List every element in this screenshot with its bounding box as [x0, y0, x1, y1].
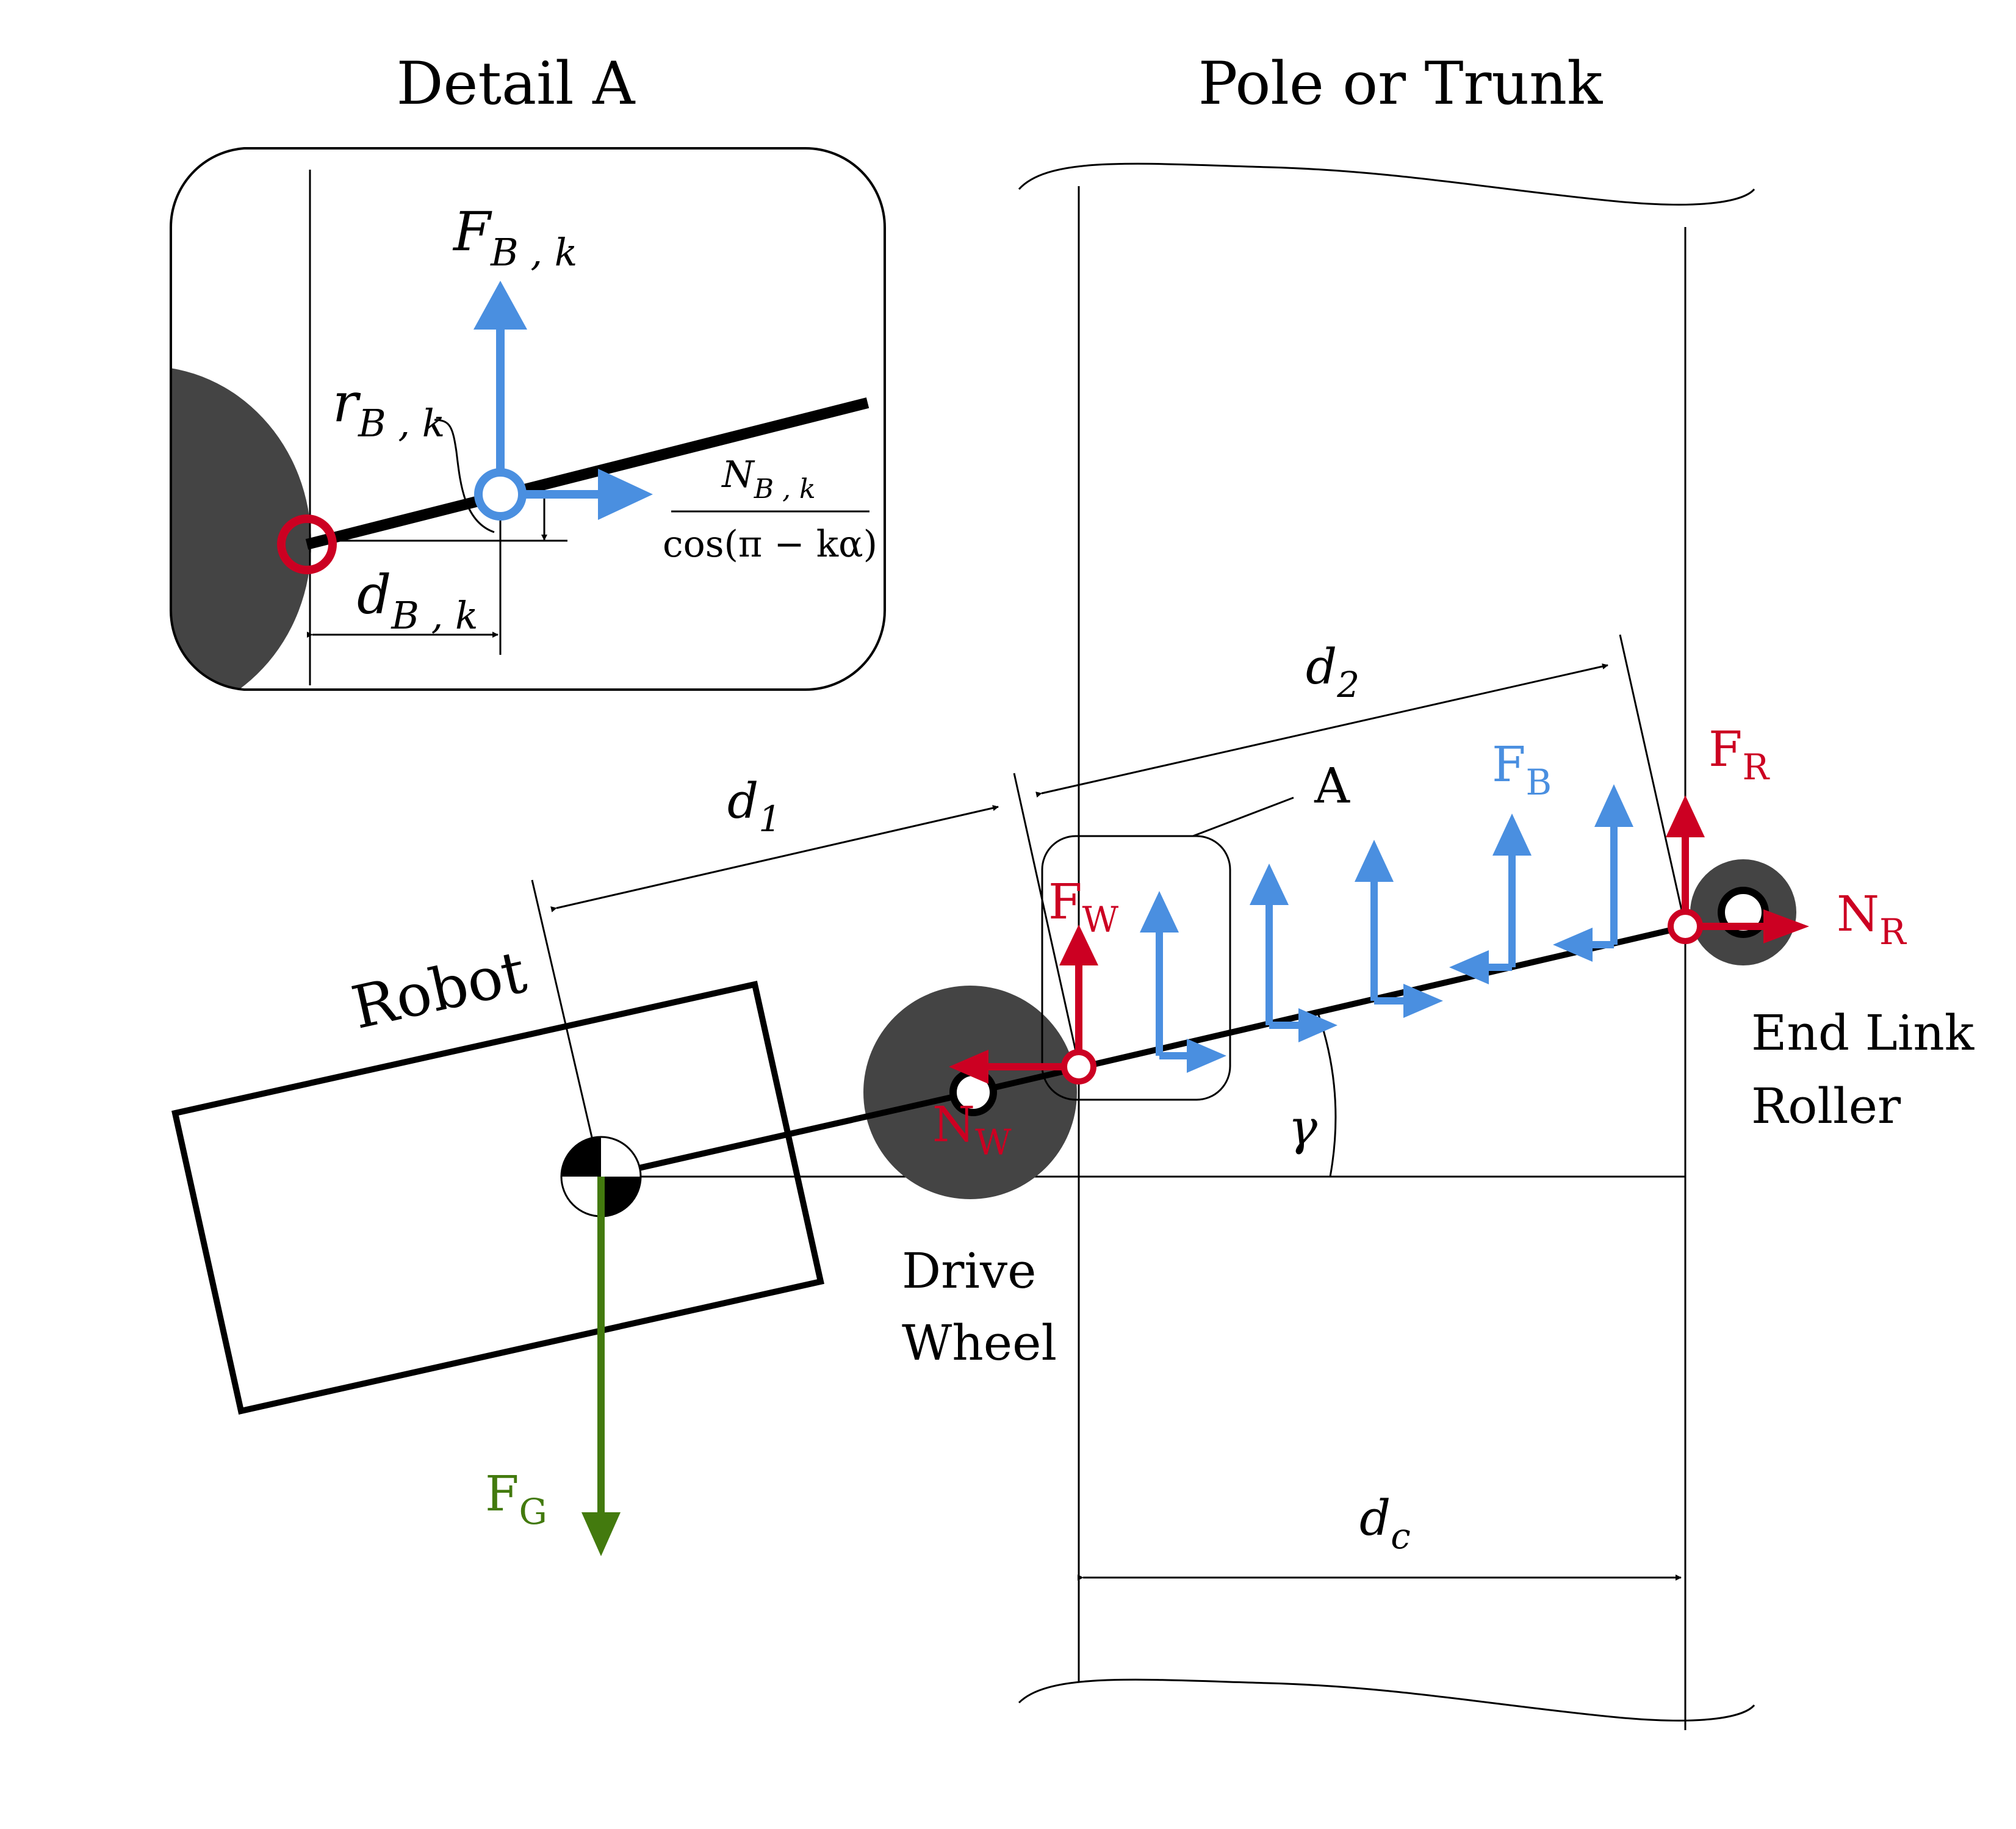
robot-rectangle	[171, 981, 824, 1415]
nbk-numerator: NB , k	[721, 453, 815, 505]
fr-label: FR	[1708, 721, 1771, 788]
fw-label: FW	[1048, 873, 1119, 940]
gamma-angle-arc	[1317, 1012, 1337, 1177]
detail-a-leader	[1192, 796, 1294, 837]
nr-label: NR	[1837, 886, 1907, 953]
dc-label: dc	[1359, 1490, 1411, 1557]
nbk-arrow-head	[598, 469, 653, 520]
gamma-label: γ	[1288, 1099, 1317, 1156]
rb-leader	[434, 419, 495, 533]
d2-ext-line-right	[1619, 634, 1687, 927]
detail-frame	[169, 147, 886, 691]
fb-force-1-horizontal-head	[1187, 1039, 1226, 1073]
link-bar-robot-to-wheel	[600, 1089, 974, 1180]
fb-label: FB	[1492, 736, 1552, 803]
cog-quadrant-bottom-right	[601, 1177, 641, 1216]
nbk-denominator: cos(π − kα)	[663, 523, 877, 566]
fb-force-4-horizontal-head	[1449, 950, 1489, 984]
wheel-contact-forces	[949, 925, 1098, 1084]
fb-force-2	[1250, 864, 1337, 1042]
detail-a-title: Detail A	[397, 49, 636, 118]
fb-force-1	[1140, 891, 1226, 1073]
d1-ext-line-left	[531, 879, 602, 1177]
robot-label: Robot	[346, 937, 532, 1042]
detail-wheel-shape	[170, 366, 311, 690]
detail-contact-blue	[474, 468, 527, 521]
fbk-label: FB , k	[452, 200, 577, 275]
roller-contact-point	[1668, 909, 1703, 944]
drive-wheel-label-line1: Drive	[902, 1243, 1037, 1299]
end-link-label-line2: Roller	[1751, 1078, 1901, 1135]
pole-trunk: Pole or Trunk dc	[1018, 49, 1755, 1730]
pole-top-break	[1018, 162, 1755, 206]
nw-label: NW	[932, 1096, 1012, 1163]
end-link-label-line1: End Link	[1751, 1005, 1975, 1061]
fb-force-2-horizontal-head	[1298, 1008, 1337, 1042]
fb-force-1-vertical-head	[1140, 891, 1179, 933]
wheel-contact-point	[1061, 1049, 1096, 1084]
fb-force-5	[1553, 784, 1633, 962]
d2-label: d2	[1306, 638, 1359, 705]
fb-force-4	[1449, 813, 1532, 984]
robot-body: Robot	[171, 937, 824, 1415]
fbk-arrow-head	[473, 281, 527, 330]
fb-force-4-vertical-head	[1492, 813, 1532, 856]
detail-a-ref-label: A	[1314, 757, 1350, 814]
pole-title: Pole or Trunk	[1198, 49, 1603, 118]
fb-force-5-horizontal-head	[1553, 928, 1593, 962]
fg-arrow-head	[581, 1512, 621, 1556]
fr-arrow-head	[1666, 795, 1705, 837]
fb-force-2-vertical-head	[1250, 864, 1289, 905]
rbk-label: rB , k	[333, 371, 445, 446]
fw-arrow-head	[1059, 925, 1098, 965]
fb-force-3	[1355, 840, 1443, 1018]
d2-dim-arrow	[1035, 663, 1608, 798]
fg-label: FG	[485, 1465, 547, 1532]
detail-contact-red	[277, 514, 337, 574]
pole-bottom-break	[1018, 1678, 1755, 1722]
roller-contact-forces	[1666, 795, 1809, 944]
d1-dim-arrow	[550, 805, 999, 912]
d1-ext-line-right	[1013, 773, 1080, 1066]
fb-force-3-vertical-head	[1355, 840, 1394, 882]
detail-a-region-box	[1041, 835, 1231, 1101]
drive-wheel-label-line2: Wheel	[902, 1315, 1057, 1371]
nr-arrow-head	[1763, 909, 1809, 943]
distributed-forces-fb	[1140, 784, 1633, 1073]
fb-force-5-vertical-head	[1594, 784, 1633, 827]
detail-link-bar	[305, 397, 869, 550]
cog-quadrant-top-left	[561, 1137, 601, 1177]
dbk-label: dB , k	[357, 563, 478, 638]
nw-arrow-head	[949, 1050, 988, 1084]
d1-label: d1	[727, 773, 781, 840]
fb-force-3-horizontal-head	[1403, 984, 1443, 1018]
detail-a-panel: Detail A FB , k rB , k dB , k NB ,	[169, 49, 886, 691]
